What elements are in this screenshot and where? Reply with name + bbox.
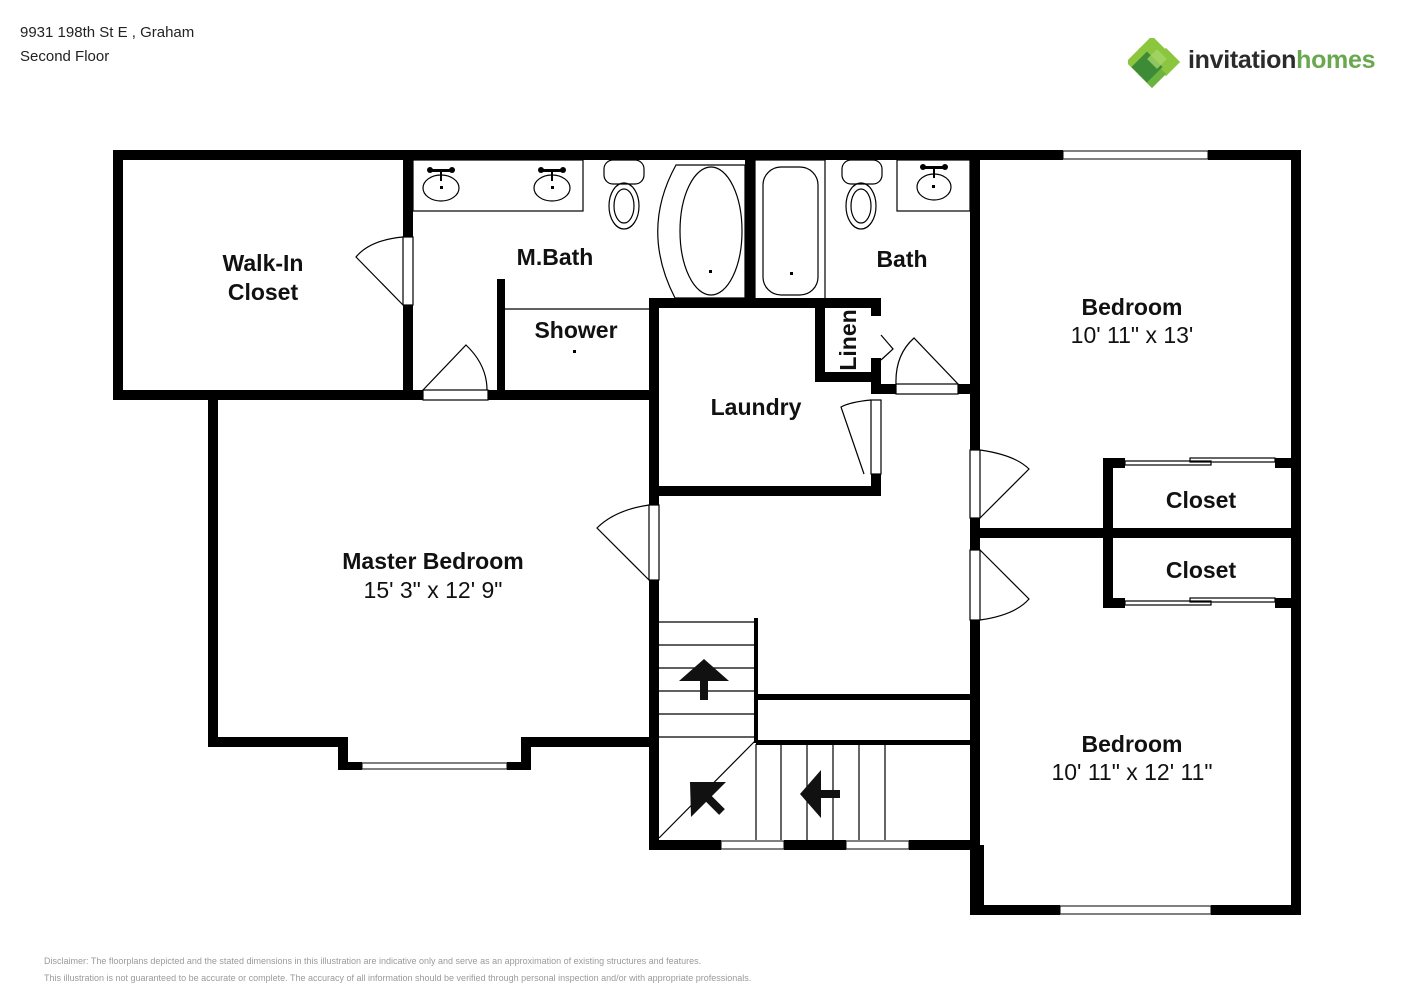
laundry-label: Laundry (711, 394, 802, 420)
fixtures (355, 159, 1276, 840)
fixture-details (427, 164, 948, 353)
disclaimer-line-2: This illustration is not guaranteed to b… (44, 973, 752, 983)
disclaimer: Disclaimer: The floorplans depicted and … (44, 953, 751, 987)
linen-label: Linen (835, 309, 861, 370)
closet-1-label: Closet (1166, 487, 1237, 513)
invitation-homes-logo: invitationhomes (1128, 38, 1388, 89)
arrow-left-icon (800, 770, 821, 818)
bedroom-1-dims: 10' 11" x 13' (1071, 322, 1194, 348)
shower-label: Shower (534, 317, 617, 343)
bedroom-1-label: Bedroom (1082, 294, 1183, 320)
header: 9931 198th St E , Graham Second Floor (20, 21, 194, 69)
logo-wordmark: invitationhomes (1188, 46, 1376, 74)
logo-mark-icon (1128, 38, 1180, 89)
walk-in-closet-label: Walk-In (223, 250, 304, 276)
floor-label: Second Floor (20, 48, 110, 65)
closet-2-label: Closet (1166, 557, 1237, 583)
master-bath-label: M.Bath (517, 244, 594, 270)
master-bedroom-label: Master Bedroom (342, 548, 523, 574)
bedroom-2-dims: 10' 11" x 12' 11" (1051, 759, 1212, 785)
master-bedroom-dims: 15' 3" x 12' 9" (364, 577, 503, 603)
walk-in-closet-label-2: Closet (228, 279, 299, 305)
disclaimer-line-1: Disclaimer: The floorplans depicted and … (44, 956, 702, 966)
bedroom-2-label: Bedroom (1082, 731, 1183, 757)
stair-arrows (679, 659, 840, 818)
address-text: 9931 198th St E , Graham (20, 24, 195, 41)
windows (361, 150, 1212, 915)
bath-label: Bath (876, 246, 927, 272)
arrow-up-icon (679, 659, 729, 681)
